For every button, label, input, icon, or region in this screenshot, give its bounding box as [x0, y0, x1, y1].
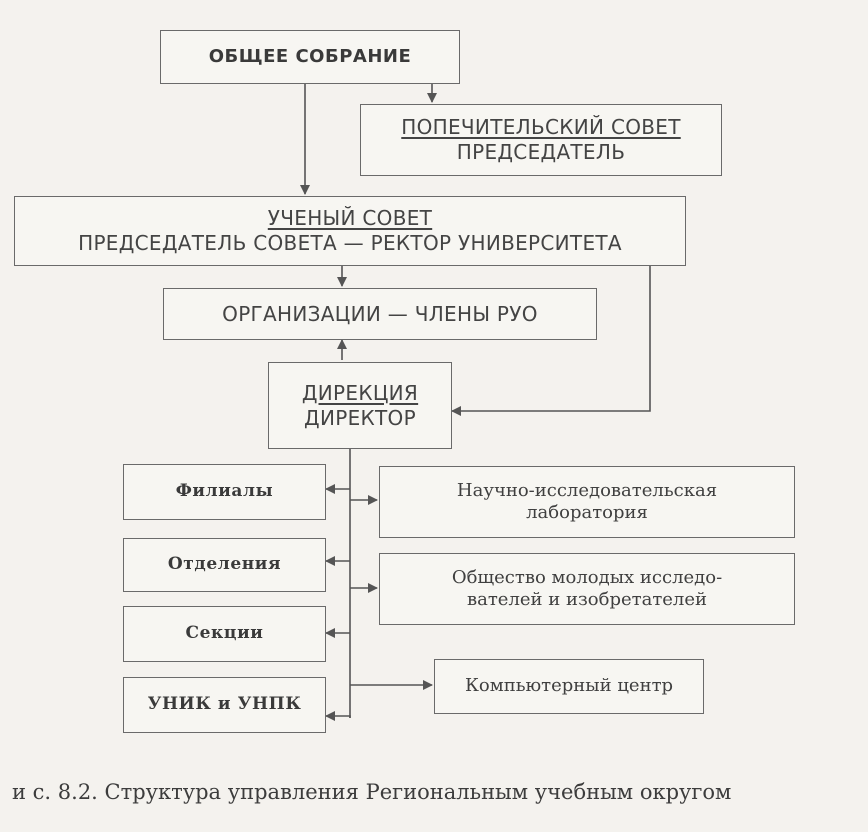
- general-meeting-label: ОБЩЕЕ СОБРАНИЕ: [208, 45, 412, 67]
- sections-box: Секции: [123, 606, 326, 662]
- branches-box: Филиалы: [123, 464, 326, 520]
- arrow-to-unik: [325, 711, 351, 721]
- unik-label: УНИК и УНПК: [147, 694, 302, 715]
- academic-council-box: УЧЕНЫЙ СОВЕТ ПРЕДСЕДАТЕЛЬ СОВЕТА — РЕКТО…: [14, 196, 686, 266]
- unik-box: УНИК и УНПК: [123, 677, 326, 733]
- research-lab-label: Научно-исследовательская лаборатория: [456, 479, 718, 524]
- computer-center-box: Компьютерный центр: [434, 659, 704, 714]
- computer-center-label: Компьютерный центр: [464, 675, 674, 697]
- board-title: ПОПЕЧИТЕЛЬСКИЙ СОВЕТ: [401, 115, 681, 139]
- board-chairman: ПРЕДСЕДАТЕЛЬ: [456, 140, 626, 164]
- directorate-title: ДИРЕКЦИЯ: [301, 380, 419, 405]
- general-meeting-box: ОБЩЕЕ СОБРАНИЕ: [160, 30, 460, 84]
- figure-caption: и с. 8.2. Структура управления Региональ…: [12, 780, 732, 804]
- board-of-trustees-box: ПОПЕЧИТЕЛЬСКИЙ СОВЕТ ПРЕДСЕДАТЕЛЬ: [360, 104, 722, 176]
- branches-label: Филиалы: [175, 481, 274, 502]
- council-chairman: ПРЕДСЕДАТЕЛЬ СОВЕТА — РЕКТОР УНИВЕРСИТЕТ…: [78, 231, 622, 255]
- departments-box: Отделения: [123, 538, 326, 592]
- arrow-council-to-directorate: [451, 266, 651, 416]
- young-researchers-society-label: Общество молодых исследо-вателей и изобр…: [451, 566, 723, 611]
- organizations-label: ОРГАНИЗАЦИИ — ЧЛЕНЫ РУО: [222, 301, 538, 326]
- sections-label: Секции: [185, 623, 264, 644]
- young-researchers-society-box: Общество молодых исследо-вателей и изобр…: [379, 553, 795, 625]
- council-title: УЧЕНЫЙ СОВЕТ: [267, 206, 433, 230]
- departments-label: Отделения: [167, 554, 282, 575]
- directorate-box: ДИРЕКЦИЯ ДИРЕКТОР: [268, 362, 452, 449]
- organizations-box: ОРГАНИЗАЦИИ — ЧЛЕНЫ РУО: [163, 288, 597, 340]
- directorate-director: ДИРЕКТОР: [304, 405, 416, 430]
- research-lab-box: Научно-исследовательская лаборатория: [379, 466, 795, 538]
